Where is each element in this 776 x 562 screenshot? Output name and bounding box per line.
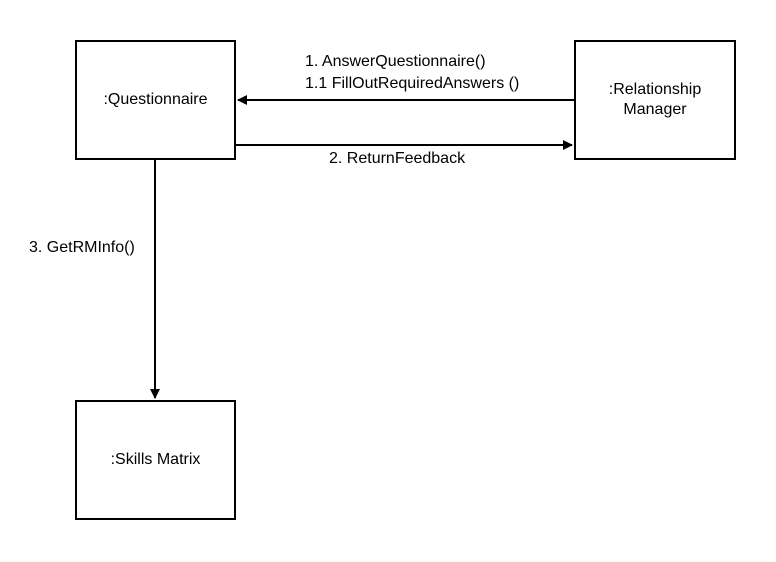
message-1-1-label: 1.1 FillOutRequiredAnswers (): [305, 75, 520, 92]
relationship-manager-object-box[interactable]: :Relationship Manager: [574, 40, 736, 160]
message-2-label: 2. ReturnFeedback: [329, 150, 466, 167]
skills-matrix-object-box[interactable]: :Skills Matrix: [75, 400, 236, 520]
questionnaire-object-label: :Questionnaire: [103, 91, 208, 108]
message-3-label: 3. GetRMInfo(): [29, 239, 135, 256]
skills-matrix-object-label: :Skills Matrix: [110, 451, 201, 468]
relationship-manager-object-label: :Relationship Manager: [608, 81, 702, 118]
questionnaire-object-box[interactable]: :Questionnaire: [75, 40, 236, 160]
message-1-label: 1. AnswerQuestionnaire(): [305, 53, 486, 70]
